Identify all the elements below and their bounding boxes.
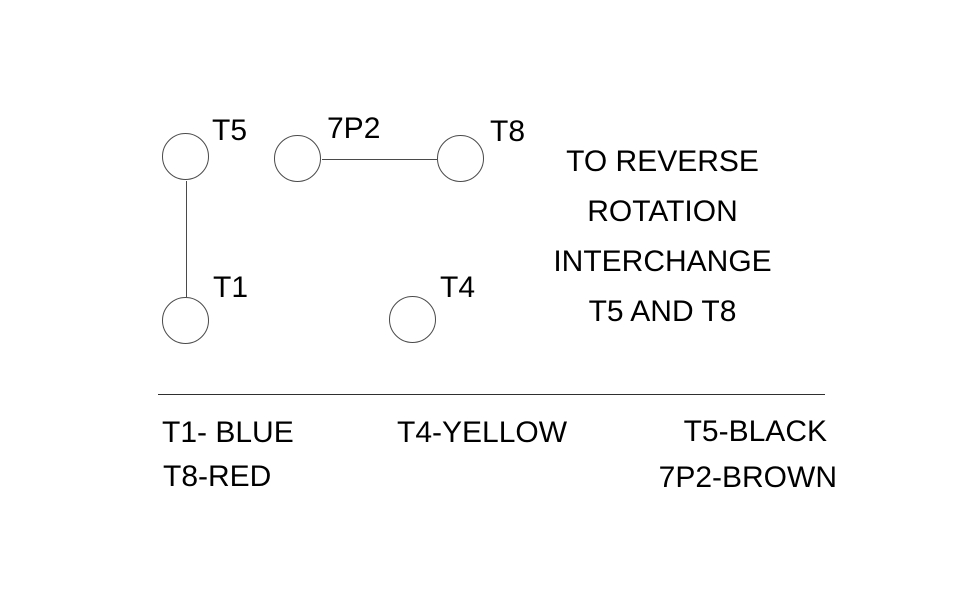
terminal-7p2-label: 7P2 xyxy=(327,112,381,145)
note-line-3: INTERCHANGE xyxy=(553,245,772,278)
terminal-t1-label: T1 xyxy=(213,271,249,304)
legend-t5-black: T5-BLACK xyxy=(683,415,827,448)
terminal-t8-label: T8 xyxy=(490,115,526,148)
wire-7p2-to-t8 xyxy=(322,159,437,160)
note-line-2: ROTATION xyxy=(587,195,738,228)
terminal-t4-circle xyxy=(389,296,436,343)
note-line-4: T5 AND T8 xyxy=(588,295,737,328)
note-line-1: TO REVERSE xyxy=(566,145,759,178)
legend-t1-blue: T1- BLUE xyxy=(162,416,294,449)
legend-t8-red: T8-RED xyxy=(163,460,272,493)
terminal-t8-circle xyxy=(437,135,484,182)
terminal-7p2-circle xyxy=(274,135,321,182)
legend-7p2-brown: 7P2-BROWN xyxy=(658,461,837,494)
terminal-t1-circle xyxy=(162,297,209,344)
terminal-t4-label: T4 xyxy=(440,271,476,304)
terminal-t5-circle xyxy=(162,133,209,180)
legend-divider-line xyxy=(158,394,825,395)
legend-t4-yellow: T4-YELLOW xyxy=(397,416,568,449)
reverse-rotation-note: TO REVERSE ROTATION INTERCHANGE T5 AND T… xyxy=(500,137,825,337)
wire-t5-to-t1 xyxy=(186,181,187,297)
terminal-t5-label: T5 xyxy=(212,114,248,147)
